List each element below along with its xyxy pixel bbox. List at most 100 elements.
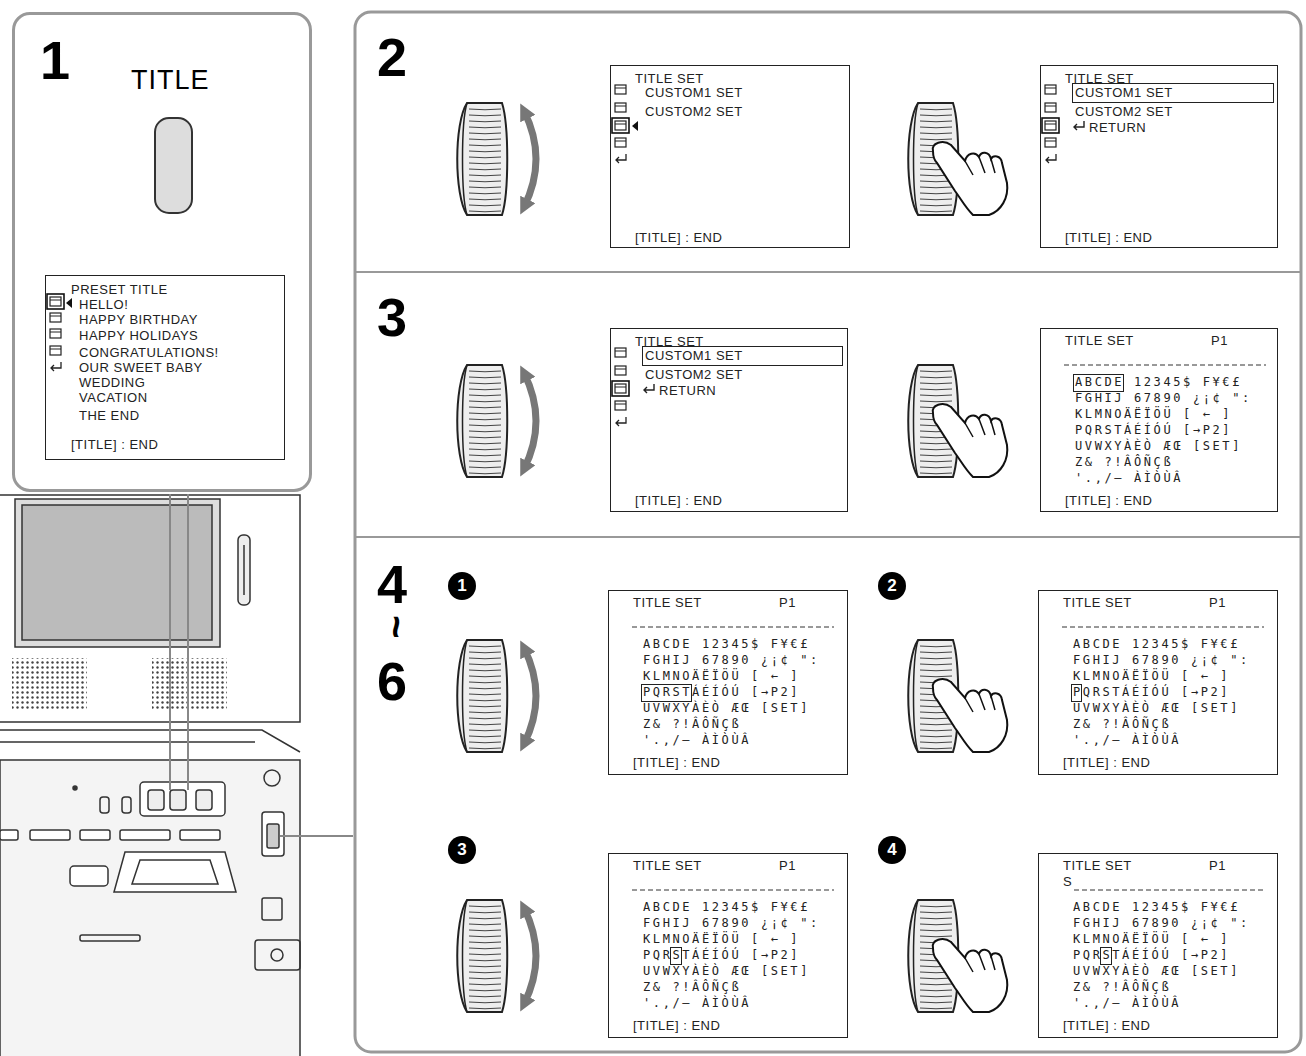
button-group: [140, 782, 225, 816]
screen-text: Z& ?!ÂÔÑÇß: [1075, 455, 1173, 470]
screen-text: RETURN: [1089, 120, 1146, 135]
dial-ridge: [469, 942, 501, 944]
dial-ridge: [469, 175, 501, 177]
pressing-hand: [933, 679, 1008, 752]
dial-ridge: [469, 115, 501, 117]
dial-ridge: [469, 670, 501, 672]
dial-ridge: [469, 395, 501, 397]
dial-ridge: [920, 193, 952, 195]
pointer-mark: [632, 121, 638, 131]
dial-ridge: [469, 966, 501, 968]
menu-icon: [50, 346, 61, 355]
menu-icon: [1045, 121, 1056, 130]
dial-ridge: [469, 748, 501, 750]
dial-ridge: [469, 169, 501, 171]
dial-ridge: [469, 127, 501, 129]
icon-highlight: [47, 294, 64, 309]
dial-ridge: [469, 199, 501, 201]
screen-text: Z& ?!ÂÔÑÇß: [643, 980, 741, 995]
screen-text: THE END: [79, 408, 140, 423]
screen-text: VACATION: [79, 390, 148, 405]
dial-ridge: [469, 990, 501, 992]
dial-ridge: [469, 972, 501, 974]
dial-edge: [463, 103, 468, 215]
screen-text: CUSTOM1 SET: [1075, 85, 1173, 100]
jog-dial: [908, 640, 1007, 752]
dial-ridge: [469, 461, 501, 463]
dial-body: [457, 640, 507, 752]
dial-ridge: [469, 688, 501, 690]
dial-ridge: [920, 133, 952, 135]
hinge-line: [0, 730, 300, 752]
menu-icon: [50, 313, 61, 322]
dial-ridge: [469, 449, 501, 451]
screen-text: Z& ?!ÂÔÑÇß: [643, 717, 741, 732]
screen-text: KLMNOÄËÏÖÜ [ ← ]: [1073, 932, 1230, 947]
menu-icons: [47, 294, 72, 371]
screen-text: TITLE SET: [1065, 71, 1134, 86]
dial-body: [457, 103, 507, 215]
dial-body: [457, 900, 507, 1012]
dial-ridge: [920, 996, 952, 998]
menu-icon: [615, 85, 626, 94]
input-line: [632, 627, 834, 628]
finger-lines: [965, 954, 995, 972]
dial-ridge: [469, 181, 501, 183]
dial-ridge: [920, 181, 952, 183]
menu-icons: [1042, 85, 1059, 163]
dial-ridge: [920, 652, 952, 654]
dial-edge: [914, 365, 919, 477]
dial-ridge: [920, 658, 952, 660]
menu-icon: [1045, 103, 1056, 112]
screen-text: UVWXYÀÈÒ ÆŒ [SET]: [1073, 964, 1240, 979]
screen-text: UVWXYÀÈÒ ÆŒ [SET]: [1073, 701, 1240, 716]
screen-text: FGHIJ 67890 ¿¡¢ ":: [643, 916, 820, 931]
dial-ridge: [469, 700, 501, 702]
dial-ridge: [469, 676, 501, 678]
small-button: [122, 797, 131, 813]
menu-icon-line: [615, 141, 626, 142]
menu-icon-line: [50, 300, 61, 301]
dial-ridge: [469, 960, 501, 962]
dial-ridge: [469, 443, 501, 445]
dial-ridge: [469, 187, 501, 189]
screen-text: '.,/– ÀÌÒÙÂ: [1073, 733, 1181, 748]
screen-text: [TITLE] : END: [635, 493, 722, 508]
jog-dial: [908, 365, 1007, 477]
menu-icon-line: [615, 369, 626, 370]
leader-line: [169, 494, 171, 790]
screen-text: CUSTOM1 SET: [645, 348, 743, 363]
dial-ridge: [469, 407, 501, 409]
screen-text: PQRSTÁÉÍÓÚ [→P2]: [1073, 685, 1230, 700]
dial-ridge: [920, 139, 952, 141]
menu-icon: [50, 297, 61, 306]
dial-edge: [914, 640, 919, 752]
screen-text: [TITLE] : END: [1065, 230, 1152, 245]
screen-text: HAPPY BIRTHDAY: [79, 312, 198, 327]
dial-ridge: [920, 455, 952, 457]
dial-ridge: [920, 211, 952, 213]
dial-ridge: [469, 425, 501, 427]
dial-ridge: [469, 473, 501, 475]
screen-text: ABCDE 12345$ F¥€£: [643, 900, 810, 915]
dial-ridge: [920, 199, 952, 201]
pressing-hand: [933, 404, 1008, 477]
screen-text: P1: [1209, 858, 1226, 873]
dial-ridge: [469, 912, 501, 914]
dial-ridge: [920, 646, 952, 648]
control-key: [120, 830, 170, 840]
jog-dial: [457, 900, 536, 1012]
screen-text: [TITLE] : END: [1065, 493, 1152, 508]
jog-dial: [908, 900, 1007, 1012]
screen-text: CONGRATULATIONS!: [79, 345, 219, 360]
screen-text: Z& ?!ÂÔÑÇß: [1073, 980, 1171, 995]
dial-ridge: [469, 139, 501, 141]
cassette-slot: [80, 935, 140, 941]
menu-button: [196, 790, 212, 810]
screen-text: OUR SWEET BABY: [79, 360, 203, 375]
dial-ridge: [920, 1008, 952, 1010]
return-icon: [1046, 154, 1056, 163]
screen-text: '.,/– ÀÌÒÙÂ: [1073, 996, 1181, 1011]
return-icon: [644, 384, 654, 393]
screen-text: KLMNOÄËÏÖÜ [ ← ]: [1073, 669, 1230, 684]
